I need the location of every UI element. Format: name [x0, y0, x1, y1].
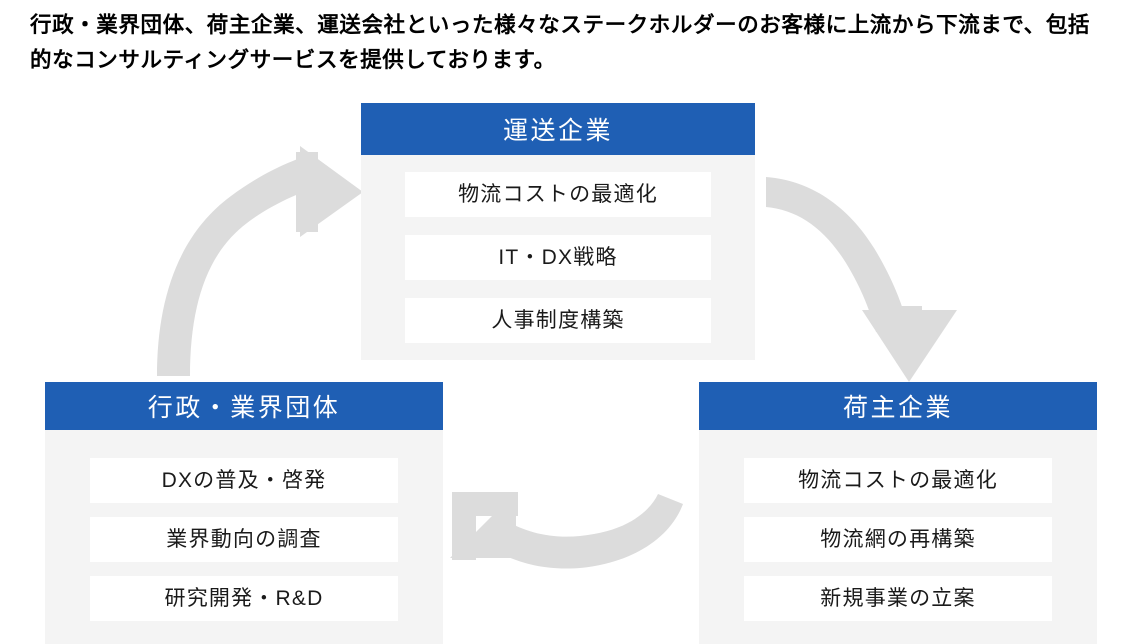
card-shipper-company-title: 荷主企業: [699, 382, 1097, 430]
lead-paragraph: 行政・業界団体、荷主企業、運送会社といった様々なステークホルダーのお客様に上流か…: [30, 13, 1090, 72]
card-government-industry-association-title: 行政・業界団体: [45, 382, 443, 430]
card-item[interactable]: 研究開発・R&D: [90, 576, 398, 621]
card-item[interactable]: IT・DX戦略: [405, 235, 711, 280]
arrow-bottom-left-to-top-icon: [157, 146, 363, 376]
card-item[interactable]: 物流コストの最適化: [744, 458, 1052, 503]
card-shipper-company: 荷主企業 物流コストの最適化 物流網の再構築 新規事業の立案: [699, 382, 1097, 644]
card-transport-company-items: 物流コストの最適化 IT・DX戦略 人事制度構築: [361, 155, 755, 360]
card-government-industry-association-items: DXの普及・啓発 業界動向の調査 研究開発・R&D: [45, 430, 443, 644]
card-shipper-company-items: 物流コストの最適化 物流網の再構築 新規事業の立案: [699, 430, 1097, 644]
arrow-top-to-bottom-right-icon: [766, 177, 957, 382]
card-item[interactable]: 業界動向の調査: [90, 517, 398, 562]
card-transport-company-title: 運送企業: [361, 103, 755, 155]
card-item[interactable]: 物流コストの最適化: [405, 172, 711, 217]
card-item[interactable]: DXの普及・啓発: [90, 458, 398, 503]
card-item[interactable]: 物流網の再構築: [744, 517, 1052, 562]
card-item[interactable]: 人事制度構築: [405, 298, 711, 343]
card-item[interactable]: 新規事業の立案: [744, 576, 1052, 621]
card-transport-company: 運送企業 物流コストの最適化 IT・DX戦略 人事制度構築: [361, 103, 755, 360]
card-government-industry-association: 行政・業界団体 DXの普及・啓発 業界動向の調査 研究開発・R&D: [45, 382, 443, 644]
arrow-bottom-right-to-bottom-left-icon: [450, 492, 683, 569]
